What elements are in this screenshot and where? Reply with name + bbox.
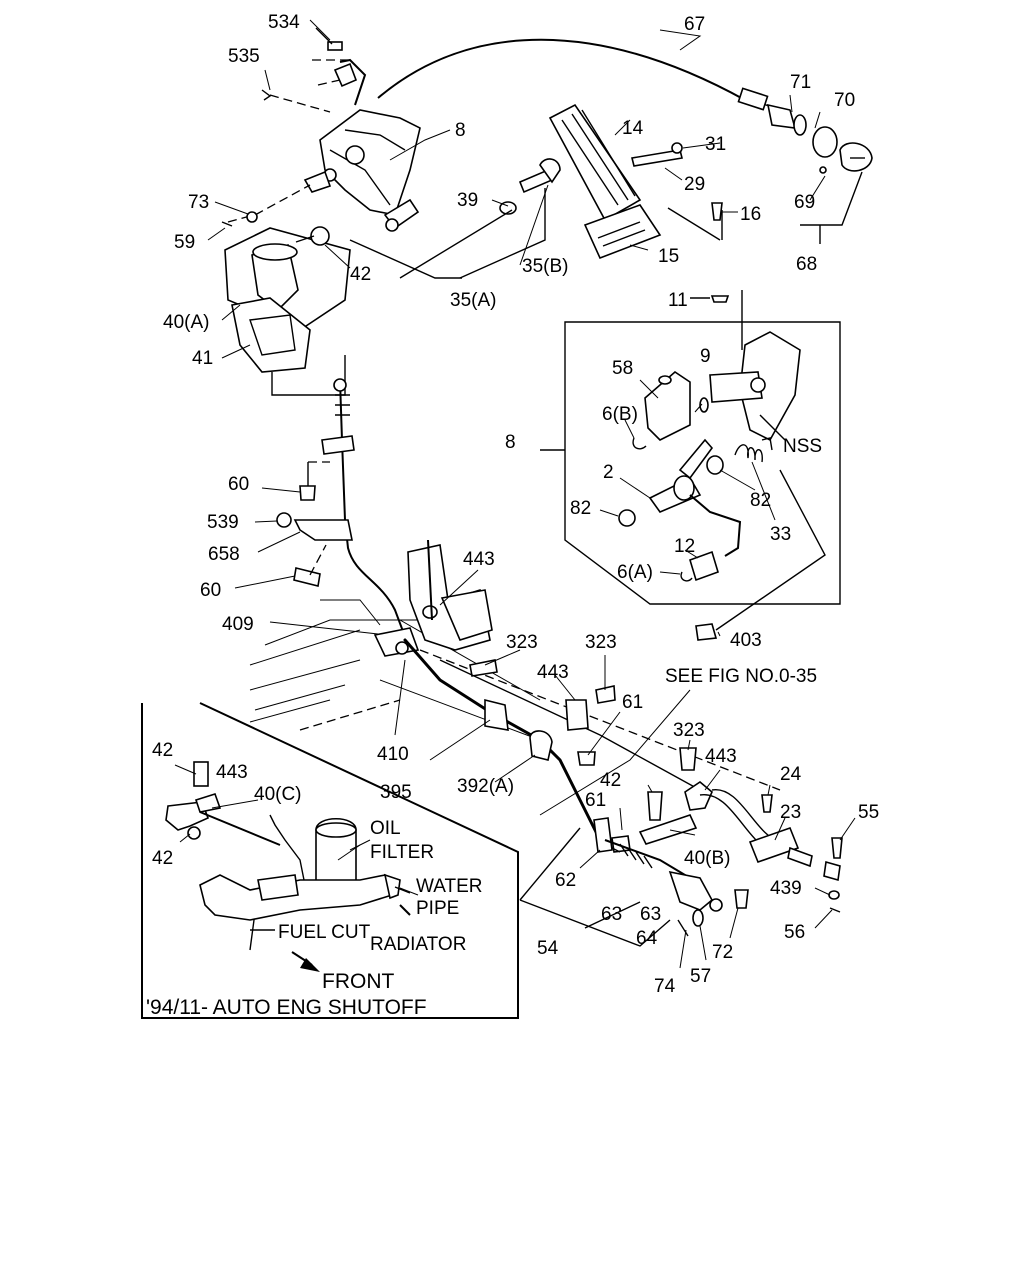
engine-block-outline <box>249 539 781 791</box>
callout-403: 403 <box>730 630 762 651</box>
callout-see-fig: SEE FIG NO.0-35 <box>665 666 817 687</box>
callout-534: 534 <box>268 12 300 33</box>
accelerator-pedal <box>349 103 723 279</box>
accelerator-rod <box>403 638 843 913</box>
callout-6b: 6(B) <box>602 404 638 425</box>
callout-33: 33 <box>770 524 791 545</box>
callout-443-right: 443 <box>705 746 737 767</box>
callout-24: 24 <box>780 764 802 785</box>
callout-39: 39 <box>457 190 478 211</box>
callout-62: 62 <box>555 870 576 891</box>
pipe-label: PIPE <box>416 898 459 919</box>
radiator-label: RADIATOR <box>370 934 466 955</box>
callout-443-top: 443 <box>463 549 495 570</box>
callout-395: 395 <box>380 782 412 803</box>
callout-59: 59 <box>174 232 195 253</box>
callout-539: 539 <box>207 512 239 533</box>
callout-323-b: 323 <box>585 632 617 653</box>
callout-60-lower: 60 <box>200 580 221 601</box>
callout-57: 57 <box>690 966 711 987</box>
callout-6a: 6(A) <box>617 562 653 583</box>
lower-cable-assembly <box>519 817 749 947</box>
callout-61-a: 61 <box>622 692 643 713</box>
callout-29: 29 <box>684 174 705 195</box>
callout-12: 12 <box>674 536 695 557</box>
filter-label: FILTER <box>370 842 434 863</box>
callout-58: 58 <box>612 358 633 379</box>
inset-labels: 42 443 40(C) 42 OIL FILTER WATER PIPE FU… <box>146 740 483 1019</box>
callout-11: 11 <box>668 290 688 311</box>
callout-55: 55 <box>858 802 879 823</box>
callout-439: 439 <box>770 878 802 899</box>
callout-63-a: 63 <box>601 904 622 925</box>
oil-label: OIL <box>370 818 401 839</box>
inset-callout-40c: 40(C) <box>254 784 302 805</box>
hand-throttle-knob <box>766 103 873 244</box>
callout-8: 8 <box>455 120 466 141</box>
callout-42-lower: 42 <box>600 770 621 791</box>
callout-61-b: 61 <box>585 790 606 811</box>
callout-73: 73 <box>188 192 209 213</box>
callout-42: 42 <box>350 264 371 285</box>
callout-72: 72 <box>712 942 733 963</box>
pedal-bracket-assembly <box>221 27 776 232</box>
callout-35a: 35(A) <box>450 290 496 311</box>
callout-40b: 40(B) <box>684 848 730 869</box>
callout-8-detail: 8 <box>505 432 516 453</box>
callout-82-left: 82 <box>570 498 591 519</box>
callout-16: 16 <box>740 204 761 225</box>
auto-eng-shutoff-inset <box>141 702 519 1019</box>
front-label: FRONT <box>322 970 394 993</box>
callout-63-b: 63 <box>640 904 661 925</box>
throttle-cable-and-rod <box>276 378 411 651</box>
callout-2: 2 <box>603 462 614 483</box>
callout-40a: 40(A) <box>163 312 209 333</box>
callout-nss: NSS <box>783 436 822 457</box>
callout-69: 69 <box>794 192 815 213</box>
callout-54: 54 <box>537 938 559 959</box>
detail-box-bracket <box>540 290 841 641</box>
callout-443-mid: 443 <box>537 662 569 683</box>
callout-410: 410 <box>377 744 409 765</box>
callout-82-right: 82 <box>750 490 771 511</box>
inset-callout-443: 443 <box>216 762 248 783</box>
callout-323-c: 323 <box>673 720 705 741</box>
callout-15: 15 <box>658 246 679 267</box>
callout-60-upper: 60 <box>228 474 249 495</box>
inset-callout-42-bottom: 42 <box>152 848 173 869</box>
callout-23: 23 <box>780 802 801 823</box>
callout-535: 535 <box>228 46 260 67</box>
callout-409: 409 <box>222 614 254 635</box>
callout-323-a: 323 <box>506 632 538 653</box>
callout-392a: 392(A) <box>457 776 514 797</box>
callout-658: 658 <box>208 544 240 565</box>
callout-31: 31 <box>705 134 726 155</box>
callout-41: 41 <box>192 348 213 369</box>
fuel-cut-label: FUEL CUT <box>278 922 371 943</box>
callout-70: 70 <box>834 90 855 111</box>
pedal-boot-and-plate <box>224 226 351 396</box>
inset-caption: '94/11- AUTO ENG SHUTOFF <box>146 996 427 1019</box>
callout-14: 14 <box>622 118 644 139</box>
leader-lines <box>174 19 856 969</box>
callout-labels: 534 535 67 8 71 70 14 31 29 39 73 59 42 … <box>163 12 879 997</box>
callout-68: 68 <box>796 254 817 275</box>
callout-74: 74 <box>654 976 676 997</box>
inset-callout-42-top: 42 <box>152 740 173 761</box>
callout-56: 56 <box>784 922 805 943</box>
callout-67: 67 <box>684 14 705 35</box>
callout-71: 71 <box>790 72 811 93</box>
callout-35b: 35(B) <box>522 256 568 277</box>
water-label: WATER <box>416 876 483 897</box>
callout-64: 64 <box>636 928 658 949</box>
callout-9: 9 <box>700 346 711 367</box>
